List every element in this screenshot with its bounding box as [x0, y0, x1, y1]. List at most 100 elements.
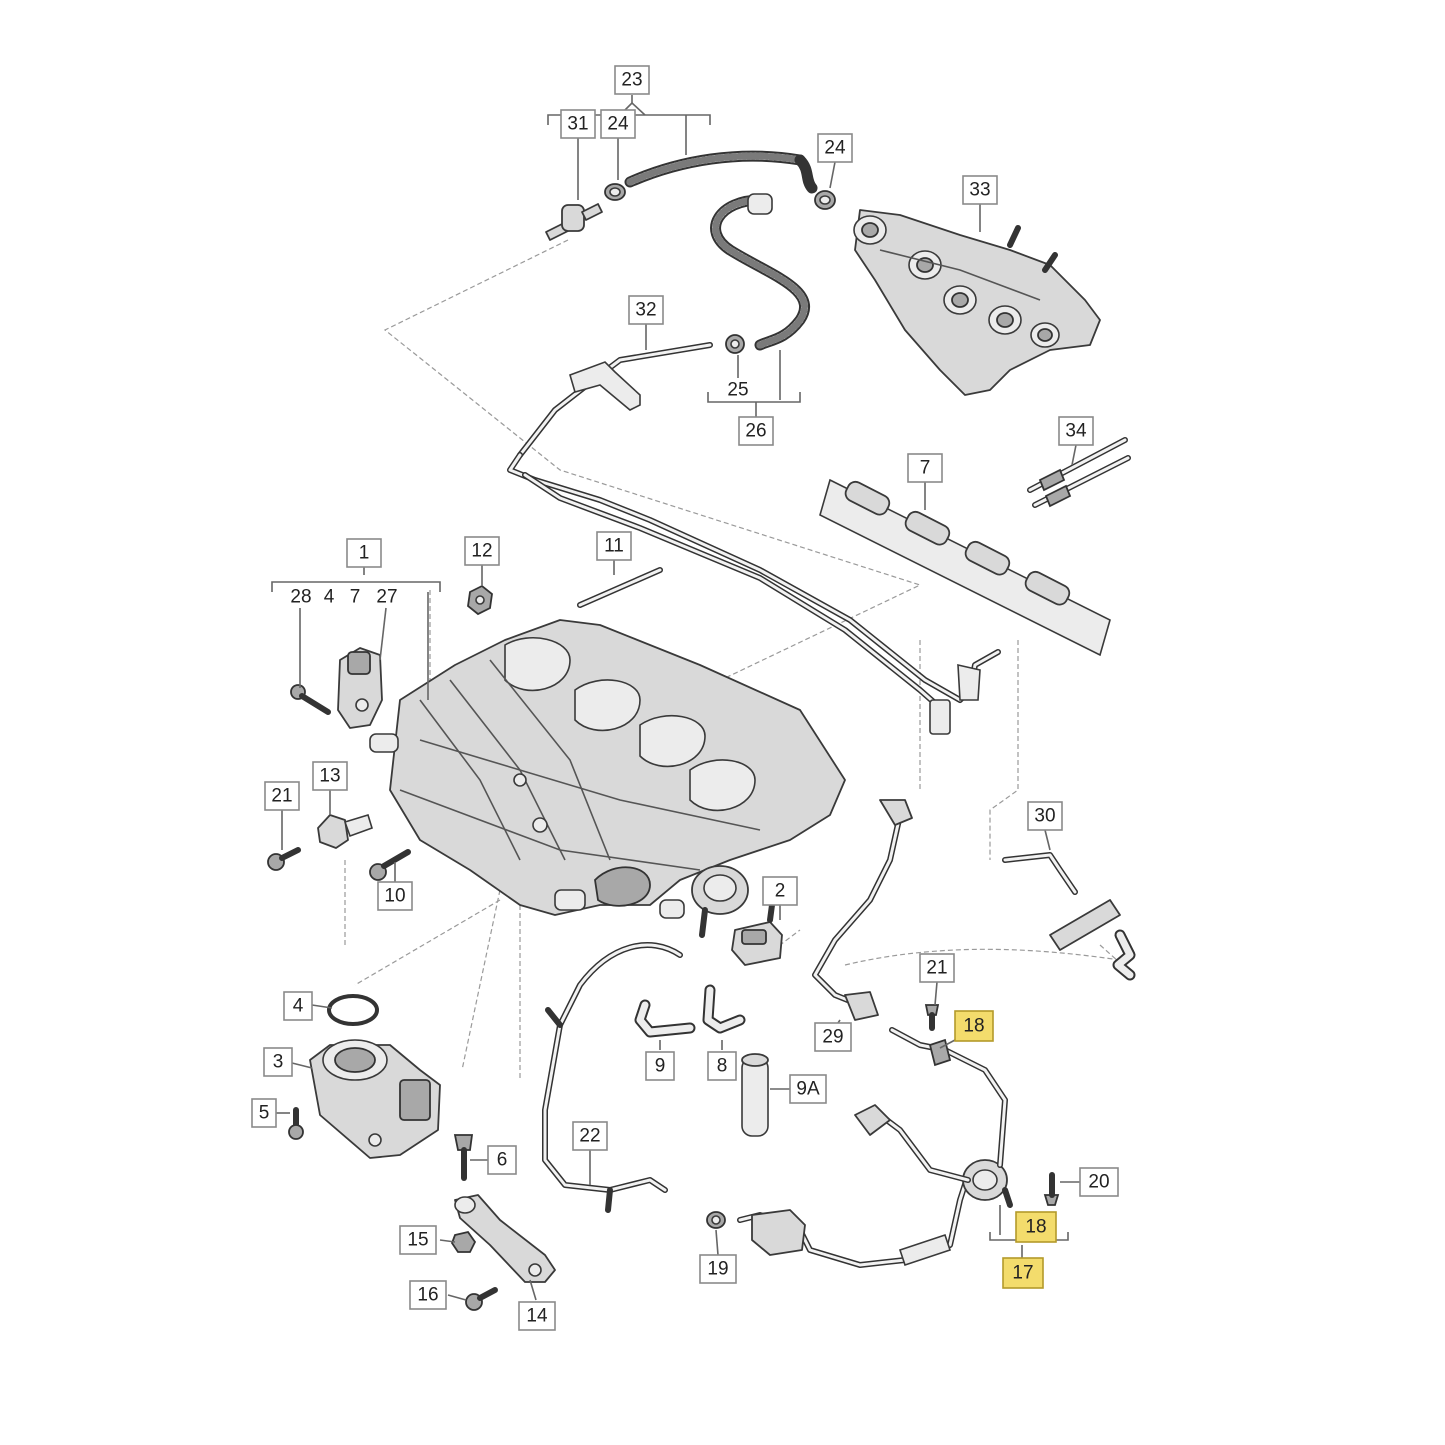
label-15: 15 [399, 1225, 437, 1255]
label-31: 31 [560, 109, 596, 139]
label-30: 30 [1027, 801, 1063, 831]
part-31-check-valve [545, 203, 603, 241]
svg-text:18: 18 [963, 1016, 984, 1037]
part-2-solenoid-valve [731, 902, 783, 966]
svg-text:21: 21 [271, 786, 292, 807]
leader-lines [271, 95, 1080, 1301]
part-22-vacuum-line [542, 942, 683, 1213]
part-intake-manifold [369, 619, 846, 919]
part-13-sensor [317, 814, 373, 849]
svg-text:16: 16 [417, 1285, 438, 1306]
label-32: 32 [628, 295, 664, 325]
svg-text:5: 5 [259, 1103, 270, 1124]
label-19: 19 [699, 1254, 737, 1284]
svg-text:11: 11 [604, 536, 624, 557]
svg-text:18: 18 [1025, 1217, 1046, 1238]
part-20-screw [1043, 1172, 1060, 1206]
svg-text:21: 21 [926, 958, 947, 979]
label-23: 23 [614, 65, 650, 95]
svg-text:7: 7 [350, 587, 361, 608]
label-24-top: 24 [600, 109, 636, 139]
callout-labels: 23 31 24 24 33 32 25 26 34 7 11 12 1 28 … [251, 65, 1119, 1331]
part-12-nut [467, 584, 493, 616]
label-21-right: 21 [919, 953, 955, 983]
part-25-clamp [725, 334, 745, 354]
part-33-exhaust-manifold [853, 209, 1101, 396]
svg-text:13: 13 [319, 766, 340, 787]
label-8: 8 [707, 1051, 737, 1081]
label-25: 25 [727, 380, 748, 401]
label-4: 4 [283, 991, 313, 1021]
label-33: 33 [962, 175, 998, 205]
part-21-screw-left [267, 847, 301, 871]
part-9-hose [634, 999, 696, 1038]
part-21-screw-right [924, 1004, 940, 1031]
part-vacuum-unit [691, 865, 749, 938]
label-22: 22 [572, 1121, 608, 1151]
label-7-top: 7 [907, 453, 943, 483]
svg-text:29: 29 [822, 1027, 843, 1048]
part-10-screw [369, 849, 411, 881]
svg-text:4: 4 [293, 996, 304, 1017]
svg-text:15: 15 [407, 1230, 428, 1251]
svg-text:27: 27 [376, 587, 397, 608]
label-20: 20 [1079, 1167, 1119, 1197]
vacuum-line-bottom [737, 1172, 971, 1268]
svg-text:33: 33 [969, 180, 990, 201]
label-9: 9 [645, 1051, 675, 1081]
label-1: 1 [346, 538, 382, 568]
label-16: 16 [409, 1280, 447, 1310]
label-7-group: 7 [350, 587, 361, 608]
part-32-vent-pipe [517, 342, 713, 458]
part-9a-sleeve [741, 1053, 769, 1137]
label-28: 28 [290, 587, 311, 608]
svg-text:23: 23 [621, 70, 642, 91]
part-19-clamp [706, 1211, 726, 1229]
part-17-valve [854, 1027, 1013, 1208]
label-24-right: 24 [817, 133, 853, 163]
svg-text:34: 34 [1065, 421, 1087, 442]
svg-text:3: 3 [273, 1052, 284, 1073]
svg-text:22: 22 [579, 1126, 600, 1147]
crankcase-vent-hose [710, 193, 810, 351]
svg-text:17: 17 [1012, 1263, 1033, 1284]
part-34-studs [1027, 437, 1131, 508]
svg-text:24: 24 [824, 138, 846, 159]
part-29-long-pipe [507, 452, 1001, 735]
part-18-clip [928, 1038, 952, 1067]
svg-text:6: 6 [497, 1150, 508, 1171]
part-7-intake-gasket [819, 478, 1111, 657]
svg-text:9: 9 [655, 1056, 666, 1077]
label-13: 13 [312, 761, 348, 791]
part-27-sensor [337, 647, 383, 729]
label-18-lower: 18 [1015, 1211, 1057, 1243]
part-16-screw [465, 1287, 498, 1311]
part-5-screw [288, 1107, 304, 1140]
label-4-group: 4 [324, 587, 335, 608]
svg-text:24: 24 [607, 114, 629, 135]
upper-breather-hose [624, 150, 818, 194]
svg-text:14: 14 [526, 1306, 548, 1327]
svg-text:2: 2 [775, 881, 786, 902]
label-12: 12 [464, 536, 500, 566]
label-9a: 9A [789, 1074, 827, 1104]
part-28-screw [290, 684, 331, 715]
part-30-connector [1002, 852, 1136, 981]
svg-text:12: 12 [471, 541, 492, 562]
label-6: 6 [487, 1145, 517, 1175]
svg-text:25: 25 [727, 380, 748, 401]
part-29-line [812, 799, 913, 1021]
part-15-nut [450, 1230, 477, 1253]
svg-text:30: 30 [1034, 806, 1055, 827]
label-29: 29 [814, 1022, 852, 1052]
svg-text:28: 28 [290, 587, 311, 608]
part-24-hose-clamp-right [814, 190, 836, 210]
svg-text:10: 10 [384, 886, 405, 907]
label-14: 14 [518, 1301, 556, 1331]
label-11: 11 [596, 531, 632, 561]
part-4-o-ring [327, 994, 379, 1026]
part-14-bracket [454, 1194, 556, 1283]
label-3: 3 [263, 1047, 293, 1077]
part-3-throttle-body [309, 1039, 441, 1159]
